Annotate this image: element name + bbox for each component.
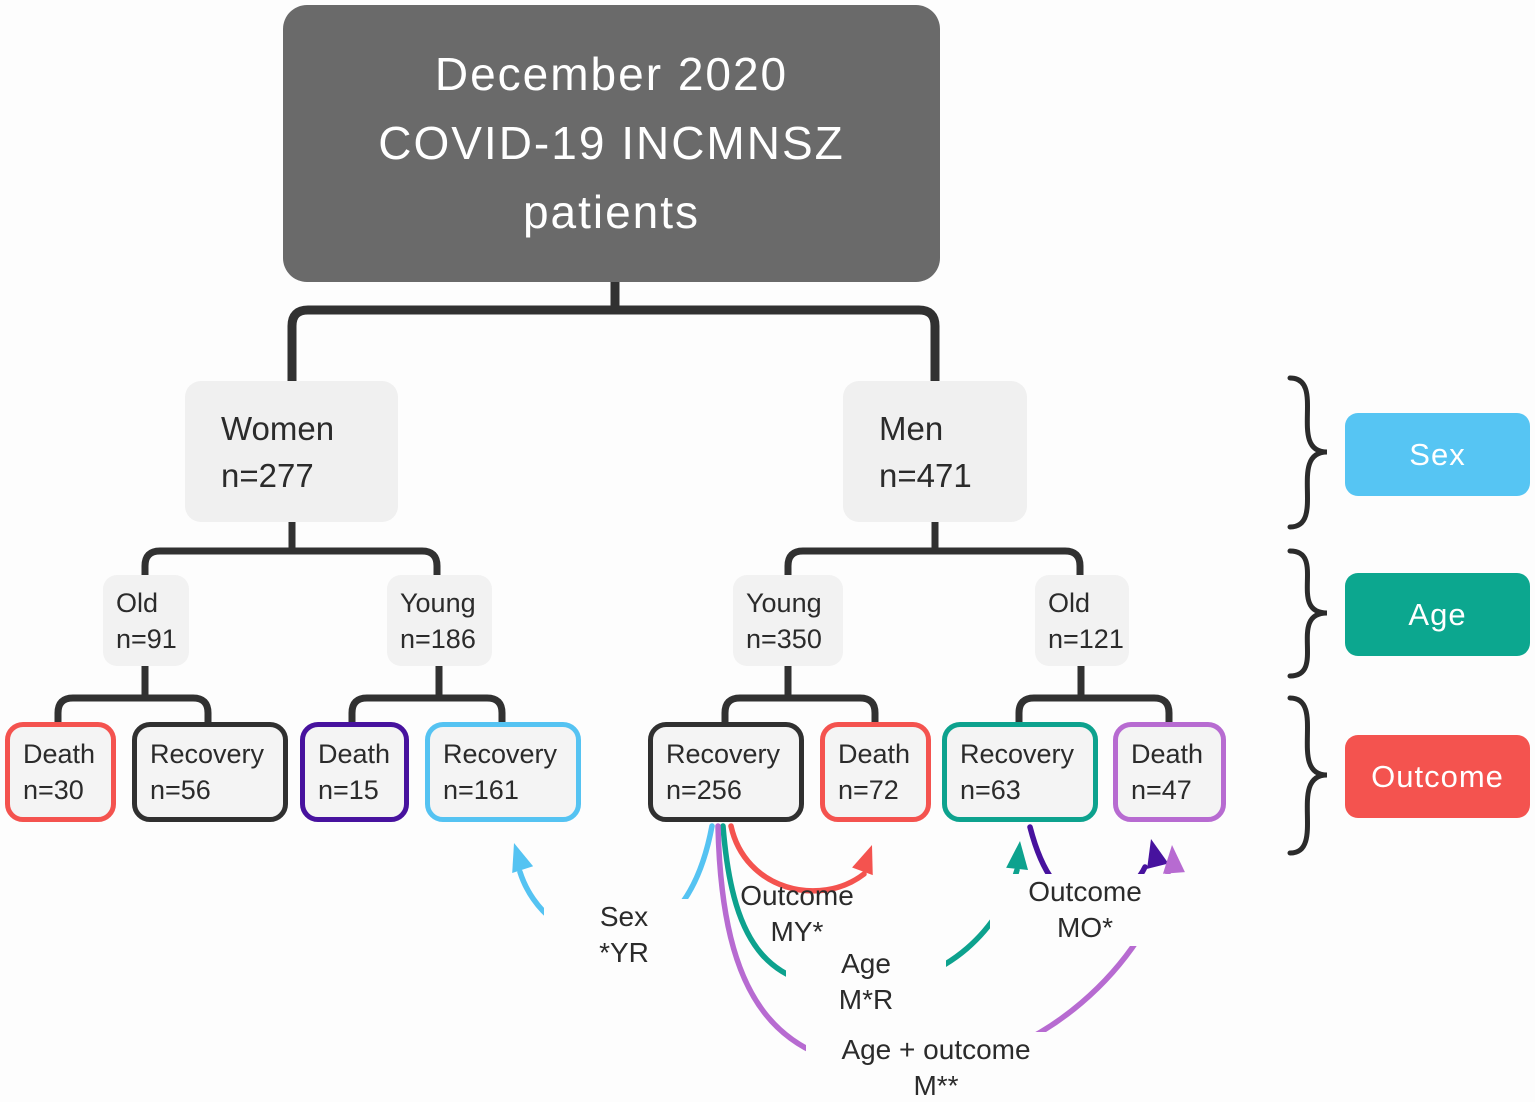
title-line-3: patients [522,186,701,238]
node-count: n=91 [116,623,177,654]
node-men-old-recovery: Recovery n=63 [942,722,1098,822]
node-count: n=30 [23,775,84,805]
annotation-outcome-my: Outcome MY* [712,878,882,950]
node-label: Old [116,587,159,618]
annotation-age-outcome: Age + outcome M** [806,1032,1066,1102]
node-men: Men n=471 [843,381,1027,522]
arrow-outcome-my-arrowhead [852,845,873,876]
node-men-old: Old n=121 [1035,575,1129,666]
arrow-outcome-my-curve [728,823,867,894]
node-count: n=56 [150,775,211,805]
node-label: Death [318,739,391,769]
node-count: n=161 [443,775,519,805]
node-women-old-recovery: Recovery n=56 [132,722,288,822]
annotation-line-2: M** [913,1070,959,1101]
node-women-young: Young n=186 [387,575,492,666]
node-label: Young [746,587,822,618]
node-count: n=256 [666,775,742,805]
node-label: Old [1048,587,1091,618]
annotation-sex-yr: Sex *YR [544,899,704,971]
node-label: Death [23,739,96,769]
brace-outcome [1287,695,1328,856]
annotation-line-1: Age [841,948,891,979]
legend-label: Outcome [1371,758,1504,794]
legend-outcome: Outcome [1345,735,1530,818]
node-count: n=15 [318,775,379,805]
node-label: Recovery [150,739,265,769]
node-women-old: Old n=91 [103,575,189,666]
node-women-young-recovery: Recovery n=161 [425,722,581,822]
annotation-line-1: Outcome [1028,876,1142,907]
node-label: Recovery [443,739,558,769]
annotation-line-2: *YR [599,937,649,968]
legend-label: Age [1408,596,1467,632]
node-count: n=186 [400,623,476,654]
node-label: Young [400,587,476,618]
tree-connector-level3 [54,659,1173,727]
node-label: Men [879,409,944,447]
node-count: n=63 [960,775,1021,805]
node-label: Death [1131,739,1204,769]
node-count: n=471 [879,456,972,494]
node-women-old-death: Death n=30 [5,722,116,822]
node-count: n=121 [1048,623,1124,654]
tree-connector-level2 [141,516,1084,580]
node-count: n=72 [838,775,899,805]
arrow-sex-arrowhead [512,843,534,874]
arrow-age-outcome-arrowhead [1162,845,1185,874]
node-label: Recovery [666,739,781,769]
node-count: n=47 [1131,775,1192,805]
annotation-line-1: Outcome [740,880,854,911]
legend-sex: Sex [1345,413,1530,496]
title-line-2: COVID-19 INCMNSZ [378,117,845,169]
legend-age: Age [1345,573,1530,656]
annotation-line-1: Sex [599,901,649,932]
node-men-young-recovery: Recovery n=256 [648,722,804,822]
annotation-line-2: MY* [770,916,824,947]
annotation-line-1: Age + outcome [841,1034,1031,1065]
node-men-young: Young n=350 [733,575,843,666]
node-men-old-death: Death n=47 [1113,722,1226,822]
node-label: Recovery [960,739,1075,769]
node-count: n=350 [746,623,822,654]
legend-label: Sex [1409,436,1466,472]
node-men-young-death: Death n=72 [820,722,931,822]
node-count: n=277 [221,456,314,494]
annotation-age-mr: Age M*R [786,946,946,1018]
annotation-line-2: M*R [838,984,894,1015]
arrow-age-mr-arrowhead [1006,841,1029,870]
node-label: Death [838,739,911,769]
brace-sex [1287,375,1328,530]
annotation-outcome-mo: Outcome MO* [990,874,1180,946]
root-node-title: December 2020 COVID-19 INCMNSZ patients [283,5,940,282]
brace-age [1287,548,1328,679]
arrow-outcome-mo-arrowhead [1147,839,1169,869]
title-line-1: December 2020 [434,48,789,100]
node-women-young-death: Death n=15 [300,722,409,822]
tree-connector-level1 [287,271,940,388]
node-women: Women n=277 [185,381,398,522]
node-label: Women [221,409,335,447]
annotation-line-2: MO* [1057,912,1113,943]
